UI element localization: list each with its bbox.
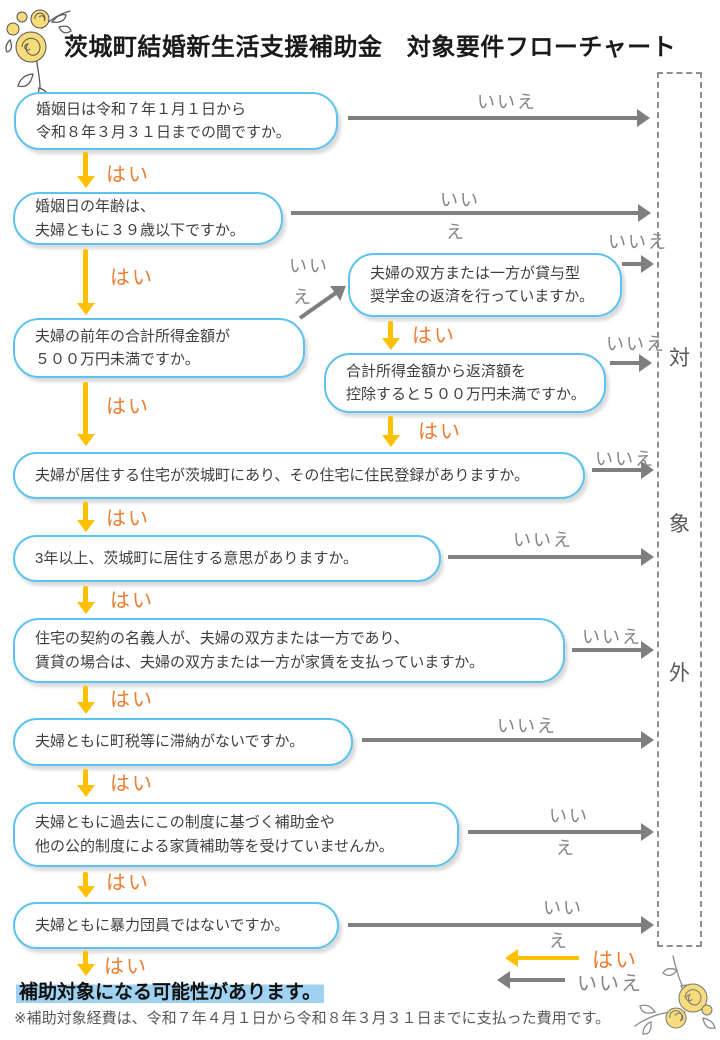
yes-arrow-q3	[76, 382, 96, 446]
question-text: 夫婦の双方または一方が貸与型	[370, 264, 581, 282]
yes-arrow-q5	[381, 416, 401, 447]
no-label-q3-line1: いい	[289, 256, 329, 276]
no-arrow-q11	[348, 916, 654, 934]
no-arrow-q8	[572, 641, 654, 659]
no-label-q10-line1: いい	[549, 806, 589, 826]
question-text: 夫婦ともに３９歳以下ですか。	[35, 221, 245, 239]
legend-no-arrow	[497, 971, 565, 989]
no-label-q8: いいえ	[582, 627, 642, 647]
yes-arrow-q7	[76, 586, 96, 614]
result-message: 補助対象になる可能性があります。	[16, 977, 325, 1004]
yes-arrow-q10	[76, 872, 96, 898]
question-marriage-date: 婚姻日は令和７年１月１日から 令和８年３月３１日までの間ですか。	[14, 92, 338, 150]
no-label-q11-line1: いい	[543, 898, 583, 918]
yes-arrow-q6	[76, 502, 96, 532]
yes-label-q5: はい	[418, 421, 462, 443]
yes-arrow-q8	[76, 686, 96, 714]
question-text: 住宅の契約の名義人が、夫婦の双方または一方であり、	[35, 630, 409, 648]
yes-label-q11: はい	[104, 956, 148, 978]
no-arrow-q5	[610, 354, 652, 372]
question-text: 合計所得金額から返済額を	[346, 362, 527, 380]
yes-label-q2: はい	[110, 267, 154, 289]
question-tax-delinquency: 夫婦ともに町税等に滞納がないですか。	[13, 718, 353, 766]
no-label-q6: いいえ	[595, 449, 655, 469]
question-text: 婚姻日の年齢は、	[35, 198, 156, 216]
question-prior-subsidy: 夫婦ともに過去にこの制度に基づく補助金や 他の公的制度による家賃補助等を受けてい…	[13, 802, 459, 867]
yes-arrow-q4	[381, 321, 401, 350]
rose-decoration-bottom-right-icon	[634, 955, 716, 1035]
yes-arrow-q9	[76, 769, 96, 797]
question-text: 夫婦ともに暴力団員ではないですか。	[35, 916, 290, 934]
no-label-q9: いいえ	[497, 716, 557, 736]
question-income-after-deduction: 合計所得金額から返済額を 控除すると５００万円未満ですか。	[324, 353, 606, 413]
question-text: 夫婦ともに町税等に滞納がないですか。	[35, 733, 305, 751]
yes-label-q9: はい	[110, 773, 154, 795]
no-arrow-q10	[468, 823, 654, 841]
question-text: 賃貸の場合は、夫婦の双方または一方が家賃を支払っていますか。	[35, 653, 484, 671]
question-text: 控除すると５００万円未満ですか。	[346, 386, 586, 403]
question-text: 夫婦の前年の合計所得金額が	[35, 327, 231, 345]
no-label-q10-line2: え	[556, 838, 576, 858]
yes-label-q1: はい	[106, 164, 150, 186]
no-label-q1: いいえ	[477, 92, 537, 112]
yes-label-q8: はい	[110, 689, 154, 711]
question-gang-membership: 夫婦ともに暴力団員ではないですか。	[13, 902, 339, 949]
legend-yes-label: はい	[592, 949, 638, 972]
no-arrow-q2	[291, 204, 651, 222]
no-label-q2-line1: いい	[440, 190, 480, 210]
no-arrow-q6	[592, 461, 654, 479]
question-text: ５００万円未満ですか。	[35, 351, 200, 368]
result-text: 補助対象になる可能性があります。	[16, 982, 325, 1003]
question-text: 夫婦が居住する住宅が茨城町にあり、その住宅に住民登録がありますか。	[35, 466, 530, 484]
no-label-q7: いいえ	[513, 530, 573, 550]
question-text: 令和８年３月３１日までの間ですか。	[36, 124, 291, 141]
legend-yes-arrow	[505, 949, 579, 967]
yes-arrow-q11	[76, 951, 96, 976]
exclusion-char: 象	[669, 513, 690, 536]
exclusion-box: 対 象 外	[657, 72, 702, 947]
question-text: 婚姻日は令和７年１月１日から	[36, 100, 247, 118]
no-arrow-q7	[448, 548, 654, 566]
no-label-q3-line2: え	[293, 287, 313, 307]
yes-label-q6: はい	[106, 508, 150, 530]
question-text: 夫婦ともに過去にこの制度に基づく補助金や	[35, 814, 335, 832]
question-residence-registration: 夫婦が居住する住宅が茨城町にあり、その住宅に住民登録がありますか。	[13, 452, 585, 499]
exclusion-char: 対	[669, 347, 690, 370]
no-label-q2-line2: え	[446, 222, 466, 242]
question-contract-holder: 住宅の契約の名義人が、夫婦の双方または一方であり、 賃貸の場合は、夫婦の双方また…	[13, 618, 565, 683]
yes-label-q10: はい	[106, 872, 150, 894]
no-label-q5: いいえ	[606, 334, 666, 354]
yes-arrow-q2	[76, 249, 96, 315]
no-arrow-q1	[348, 109, 650, 127]
exclusion-char: 外	[669, 662, 690, 685]
no-arrow-q9	[362, 731, 654, 749]
question-text: 奨学金の返済を行っていますか。	[370, 288, 594, 305]
no-arrow-q4	[622, 255, 654, 273]
legend-no-label: いいえ	[577, 973, 643, 995]
no-label-q11-line2: え	[549, 931, 569, 951]
question-residence-intent: 3年以上、茨城町に居住する意思がありますか。	[13, 535, 441, 582]
question-text: 他の公的制度による家賃補助等を受けていませんか。	[35, 837, 394, 855]
yes-arrow-q1	[76, 152, 96, 188]
rose-decoration-top-left-icon	[5, 9, 72, 109]
yes-label-q7: はい	[110, 590, 154, 612]
footnote: ※補助対象経費は、令和７年４月１日から令和８年３月３１日までに支払った費用です。	[14, 1010, 611, 1027]
question-text: 3年以上、茨城町に居住する意思がありますか。	[35, 549, 359, 567]
question-income: 夫婦の前年の合計所得金額が ５００万円未満ですか。	[13, 318, 305, 378]
yes-label-q4: はい	[412, 325, 456, 347]
question-age: 婚姻日の年齢は、 夫婦ともに３９歳以下ですか。	[13, 192, 283, 245]
page-title: 茨城町結婚新生活支援補助金 対象要件フローチャート	[63, 34, 677, 61]
question-scholarship-repayment: 夫婦の双方または一方が貸与型 奨学金の返済を行っていますか。	[348, 253, 622, 317]
yes-label-q3: はい	[106, 396, 150, 418]
no-label-q4: いいえ	[608, 232, 668, 252]
